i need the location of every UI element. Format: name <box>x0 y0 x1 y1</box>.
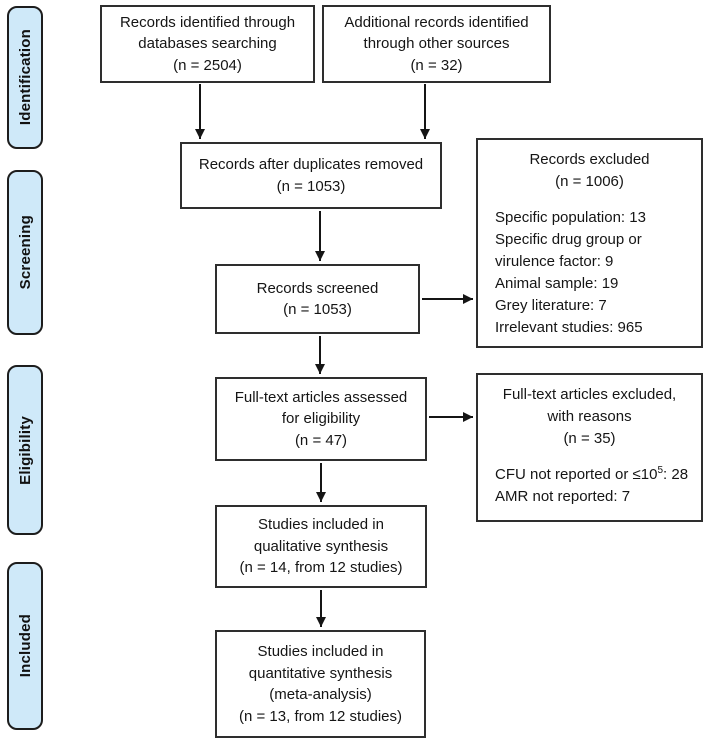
box-title-line: (n = 35) <box>563 430 616 447</box>
exclusion-reason: Irrelevant studies: 965 <box>495 319 643 336</box>
stage-label-text: Screening <box>16 215 34 290</box>
stage-label-text: Eligibility <box>16 415 34 485</box>
stage-label-screening: Screening <box>7 170 43 335</box>
box-text-line: Records screened <box>256 279 379 297</box>
box-text-line: (n = 14, from 12 studies) <box>239 559 403 577</box>
exclusion-reason: Animal sample: 19 <box>495 275 619 292</box>
box-text-line: for eligibility <box>281 410 361 428</box>
box-records-excluded: Records excluded (n = 1006) Specific pop… <box>476 138 703 348</box>
box-text-line: Records after duplicates removed <box>198 156 424 173</box>
box-text-line: Full-text articles assessed <box>234 388 408 406</box>
box-text-line: (n = 47) <box>294 431 348 449</box>
box-text-line: (n = 1053) <box>276 177 346 195</box>
reason-text: : 28 <box>663 466 689 483</box>
box-fulltext-excluded: Full-text articles excluded, with reason… <box>476 373 703 522</box>
exclusion-reason-list: Specific population: 13 Specific drug gr… <box>482 193 697 339</box>
reason-text: CFU not reported or ≤10 <box>495 466 658 483</box>
box-text-line: (n = 2504) <box>173 56 242 74</box>
stage-label-text: Identification <box>16 29 34 126</box>
box-text-line: (n = 32) <box>410 56 463 74</box>
box-records-screened: Records screened (n = 1053) <box>215 264 420 334</box>
stage-label-identification: Identification <box>7 6 43 149</box>
box-text-line: qualitative synthesis <box>253 537 389 555</box>
box-title-line: with reasons <box>547 408 632 425</box>
exclusion-reason: Grey literature: 7 <box>495 297 607 314</box>
box-quantitative-synthesis: Studies included in quantitative synthes… <box>215 630 426 738</box>
exclusion-reason-list: CFU not reported or ≤105: 28 AMR not rep… <box>482 450 697 508</box>
box-text-line: (n = 13, from 12 studies) <box>239 707 402 725</box>
box-title-line: (n = 1006) <box>555 173 624 190</box>
box-qualitative-synthesis: Studies included in qualitative synthesi… <box>215 505 427 588</box>
box-title-line: Records excluded <box>529 151 650 168</box>
box-text-line: (n = 1053) <box>283 301 352 318</box>
box-records-identified: Records identified through databases sea… <box>100 5 315 83</box>
box-text-line: Studies included in <box>257 643 384 660</box>
superscript: 5 <box>657 465 664 476</box>
box-fulltext-assessed: Full-text articles assessed for eligibil… <box>215 377 427 461</box>
box-text-line: Studies included in <box>258 516 384 534</box>
box-text-line: (meta-analysis) <box>269 686 372 703</box>
stage-label-eligibility: Eligibility <box>7 365 43 535</box>
exclusion-reason: AMR not reported: 7 <box>495 488 631 505</box>
exclusion-reason: Specific population: 13 <box>495 209 646 226</box>
stage-label-text: Included <box>16 614 34 678</box>
box-duplicates-removed: Records after duplicates removed (n = 10… <box>180 142 442 209</box>
box-text-line: databases searching <box>138 35 277 53</box>
box-text-line: Records identified through <box>119 13 296 31</box>
box-additional-records: Additional records identified through ot… <box>322 5 551 83</box>
exclusion-reason: CFU not reported or ≤105: 28 <box>495 464 691 486</box>
box-text-line: through other sources <box>363 35 510 53</box>
box-title-line: Full-text articles excluded, <box>502 386 677 403</box>
box-text-line: quantitative synthesis <box>248 664 393 682</box>
stage-label-included: Included <box>7 562 43 730</box>
box-text-line: Additional records identified <box>344 13 529 31</box>
exclusion-reason: Specific drug group or virulence factor:… <box>495 231 642 270</box>
